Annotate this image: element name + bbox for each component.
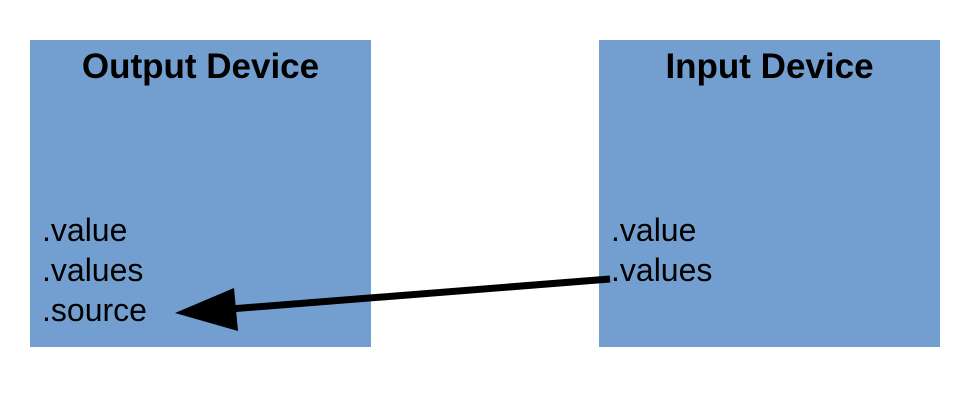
property-label: .value	[42, 212, 128, 248]
input-device-box: Input Device .value .values	[599, 40, 940, 347]
property-label: .values	[42, 252, 144, 288]
output-device-property-list: .value .values .source	[42, 210, 147, 330]
output-device-title: Output Device	[81, 47, 320, 86]
property-label: .value	[611, 212, 697, 248]
property-label: .source	[42, 292, 147, 328]
output-device-box: Output Device .value .values .source	[30, 40, 371, 347]
input-device-title: Input Device	[665, 47, 874, 86]
property-label: .values	[611, 252, 713, 288]
input-device-property-list: .value .values	[611, 210, 712, 290]
